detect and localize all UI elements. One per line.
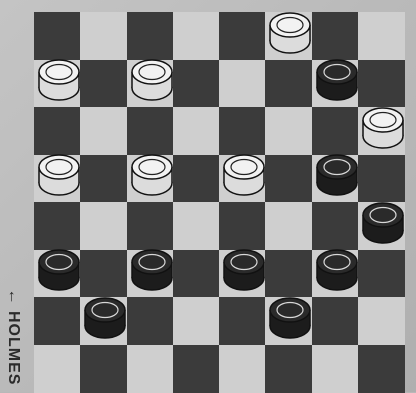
board-square[interactable] xyxy=(80,155,127,203)
board-square[interactable] xyxy=(80,107,127,155)
board-square[interactable] xyxy=(265,155,312,203)
player-label-text: ← HOLMES xyxy=(4,289,22,386)
board-square[interactable] xyxy=(219,250,266,298)
board-square[interactable] xyxy=(34,345,81,393)
board-square[interactable] xyxy=(34,155,81,203)
board-square[interactable] xyxy=(312,202,359,250)
board-square[interactable] xyxy=(127,250,174,298)
board-square[interactable] xyxy=(173,345,220,393)
board-square[interactable] xyxy=(173,60,220,108)
board-square[interactable] xyxy=(358,12,405,60)
board-square[interactable] xyxy=(127,202,174,250)
board-square[interactable] xyxy=(219,155,266,203)
board-square[interactable] xyxy=(34,12,81,60)
board-square[interactable] xyxy=(265,202,312,250)
board-square[interactable] xyxy=(265,107,312,155)
board-square[interactable] xyxy=(312,60,359,108)
board-square[interactable] xyxy=(173,107,220,155)
board-square[interactable] xyxy=(265,60,312,108)
checkers-board[interactable] xyxy=(34,12,404,392)
board-square[interactable] xyxy=(265,345,312,393)
board-square[interactable] xyxy=(358,107,405,155)
board-square[interactable] xyxy=(80,60,127,108)
board-square[interactable] xyxy=(127,60,174,108)
board-square[interactable] xyxy=(219,297,266,345)
board-square[interactable] xyxy=(173,155,220,203)
board-square[interactable] xyxy=(127,107,174,155)
board-square[interactable] xyxy=(34,60,81,108)
board-square[interactable] xyxy=(173,250,220,298)
board-square[interactable] xyxy=(34,297,81,345)
board-square[interactable] xyxy=(80,202,127,250)
board-square[interactable] xyxy=(358,250,405,298)
board-square[interactable] xyxy=(80,345,127,393)
board-square[interactable] xyxy=(358,202,405,250)
board-square[interactable] xyxy=(312,12,359,60)
board-square[interactable] xyxy=(312,297,359,345)
board-square[interactable] xyxy=(34,250,81,298)
board-square[interactable] xyxy=(265,297,312,345)
board-square[interactable] xyxy=(219,60,266,108)
board-square[interactable] xyxy=(34,107,81,155)
board-square[interactable] xyxy=(127,345,174,393)
board-square[interactable] xyxy=(358,60,405,108)
board-square[interactable] xyxy=(80,250,127,298)
board-square[interactable] xyxy=(173,297,220,345)
player-label: ← HOLMES xyxy=(2,282,24,392)
board-square[interactable] xyxy=(173,202,220,250)
board-square[interactable] xyxy=(358,345,405,393)
board-square[interactable] xyxy=(127,12,174,60)
board-square[interactable] xyxy=(219,345,266,393)
board-square[interactable] xyxy=(34,202,81,250)
board-square[interactable] xyxy=(265,12,312,60)
board-square[interactable] xyxy=(173,12,220,60)
board-square[interactable] xyxy=(80,297,127,345)
board-square[interactable] xyxy=(312,250,359,298)
board-square[interactable] xyxy=(219,107,266,155)
board-square[interactable] xyxy=(80,12,127,60)
board-square[interactable] xyxy=(219,12,266,60)
board-square[interactable] xyxy=(312,107,359,155)
board-square[interactable] xyxy=(312,155,359,203)
board-square[interactable] xyxy=(312,345,359,393)
board-square[interactable] xyxy=(127,297,174,345)
board-square[interactable] xyxy=(127,155,174,203)
board-square[interactable] xyxy=(265,250,312,298)
board-square[interactable] xyxy=(358,155,405,203)
board-square[interactable] xyxy=(358,297,405,345)
board-square[interactable] xyxy=(219,202,266,250)
